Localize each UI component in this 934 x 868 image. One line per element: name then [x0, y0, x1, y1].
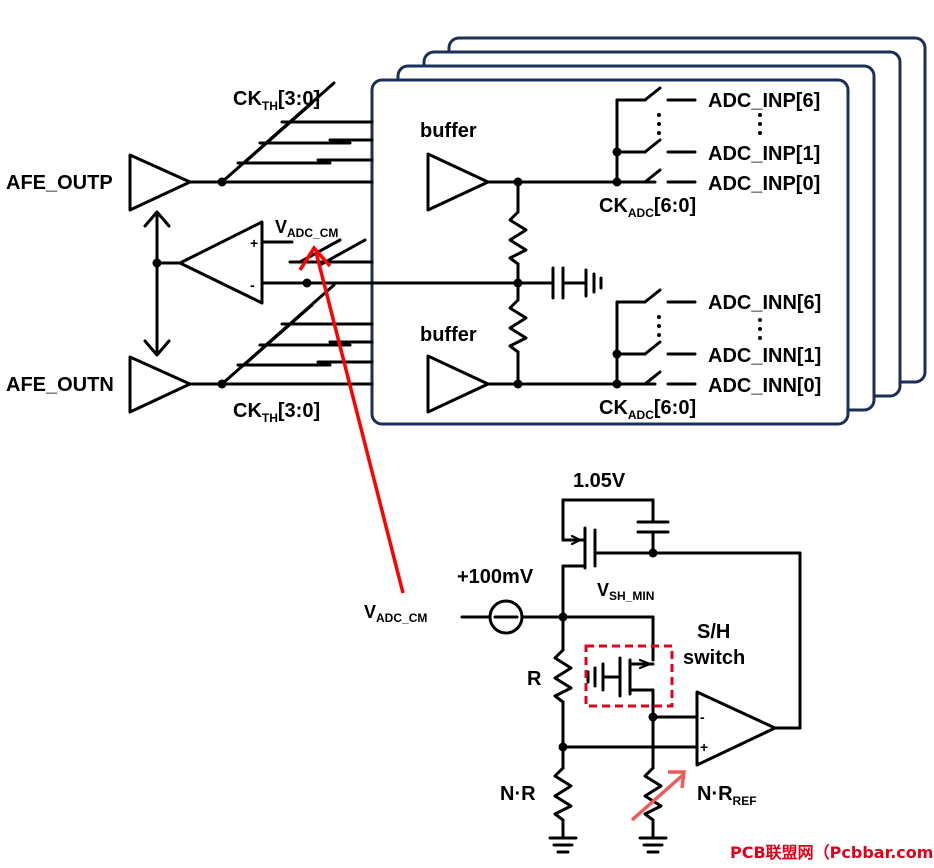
- buffer-label-bottom: buffer: [420, 324, 477, 346]
- ckth-label-bottom: CKTH[3:0]: [233, 400, 320, 425]
- ckth-switch-array-bottom: [217, 283, 374, 389]
- cm-opamp: + -: [178, 220, 374, 305]
- afe-outn-amplifier: [128, 355, 224, 414]
- nrref-label: N·RREF: [697, 783, 757, 808]
- svg-text:-: -: [250, 277, 255, 293]
- afe-vertical-arrow: [143, 210, 182, 357]
- watermark-text: PCB联盟网（Pcbbar.com）: [730, 843, 934, 862]
- offset-label: +100mV: [457, 566, 534, 588]
- ckadc-label-bottom: CKADC[6:0]: [599, 397, 696, 422]
- ckth-label-top: CKTH[3:0]: [233, 88, 320, 113]
- adc-inp-switches: [612, 86, 762, 187]
- adc-panel-stack: [370, 36, 927, 426]
- adc-inp-0-label: ADC_INP[0]: [708, 173, 820, 195]
- ckth-switch-array-top: [217, 81, 374, 187]
- supply-label: 1.05V: [573, 470, 626, 492]
- vadc-cm-label-bottom: VADC_CM: [364, 602, 427, 625]
- afe-outp-amplifier: [128, 153, 224, 212]
- adc-inn-1-label: ADC_INN[1]: [708, 345, 821, 367]
- adc-inn-switches: [612, 288, 762, 389]
- resistor-divider: [370, 180, 603, 386]
- nr-label: N·R: [500, 783, 536, 805]
- cm-switch-array: [288, 238, 374, 267]
- vadc-cm-arrow: [298, 245, 405, 594]
- buffer-label-top: buffer: [420, 120, 477, 142]
- vsh-min-label: VSH_MIN: [597, 580, 654, 603]
- adc-inp-1-label: ADC_INP[1]: [708, 143, 820, 165]
- afe-outn-label: AFE_OUTN: [6, 374, 114, 396]
- adc-inp-6-label: ADC_INP[6]: [708, 90, 820, 112]
- sh-switch-highlight-box: [584, 644, 674, 708]
- switch-label: switch: [683, 647, 745, 669]
- buffer-bottom: [426, 354, 657, 414]
- r-label: R: [527, 668, 542, 690]
- vadc-cm-label-top: VADC_CM: [275, 217, 338, 240]
- sh-label: S/H: [697, 621, 730, 643]
- afe-outp-label: AFE_OUTP: [6, 172, 113, 194]
- ckadc-label-top: CKADC[6:0]: [599, 195, 696, 220]
- svg-text:+: +: [250, 235, 258, 251]
- svg-text:+: +: [700, 739, 708, 755]
- adc-inn-6-label: ADC_INN[6]: [708, 292, 821, 314]
- adc-inn-0-label: ADC_INN[0]: [708, 375, 821, 397]
- svg-text:-: -: [700, 709, 705, 725]
- vsh-min-circuit: - +: [460, 498, 802, 854]
